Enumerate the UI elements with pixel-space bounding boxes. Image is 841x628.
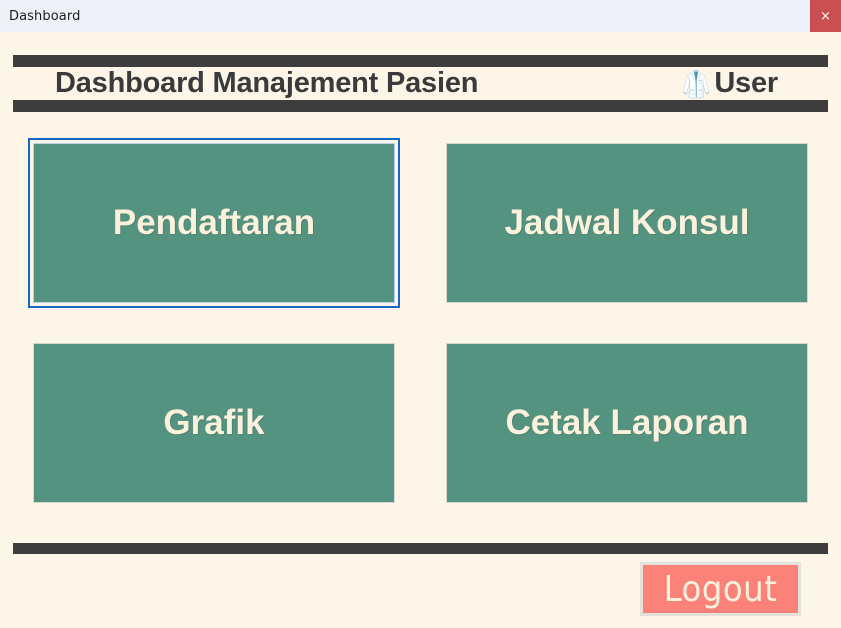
tile-cetak-laporan[interactable]: Cetak Laporan [446, 343, 808, 503]
page-title: Dashboard Manajement Pasien [55, 67, 479, 99]
header-divider-top [13, 55, 828, 67]
title-bar: Dashboard × [0, 0, 841, 32]
logout-button[interactable]: Logout [640, 562, 801, 616]
content-area: Dashboard Manajement Pasien 🥼 User Penda… [0, 32, 841, 628]
medical-team-icon: 🥼 [679, 68, 713, 99]
menu-grid: Pendaftaran Jadwal Konsul Grafik Cetak L… [28, 138, 808, 503]
header-bar: Dashboard Manajement Pasien 🥼 User [13, 67, 828, 100]
tile-pendaftaran[interactable]: Pendaftaran [28, 138, 400, 308]
close-icon[interactable]: × [810, 0, 841, 32]
header-divider-bottom [13, 100, 828, 112]
user-indicator: 🥼 User [680, 67, 778, 100]
tile-jadwal-konsul[interactable]: Jadwal Konsul [446, 143, 808, 303]
window-title: Dashboard [9, 8, 81, 24]
user-label: User [714, 67, 778, 99]
tile-grafik[interactable]: Grafik [33, 343, 395, 503]
footer-divider [13, 543, 828, 554]
